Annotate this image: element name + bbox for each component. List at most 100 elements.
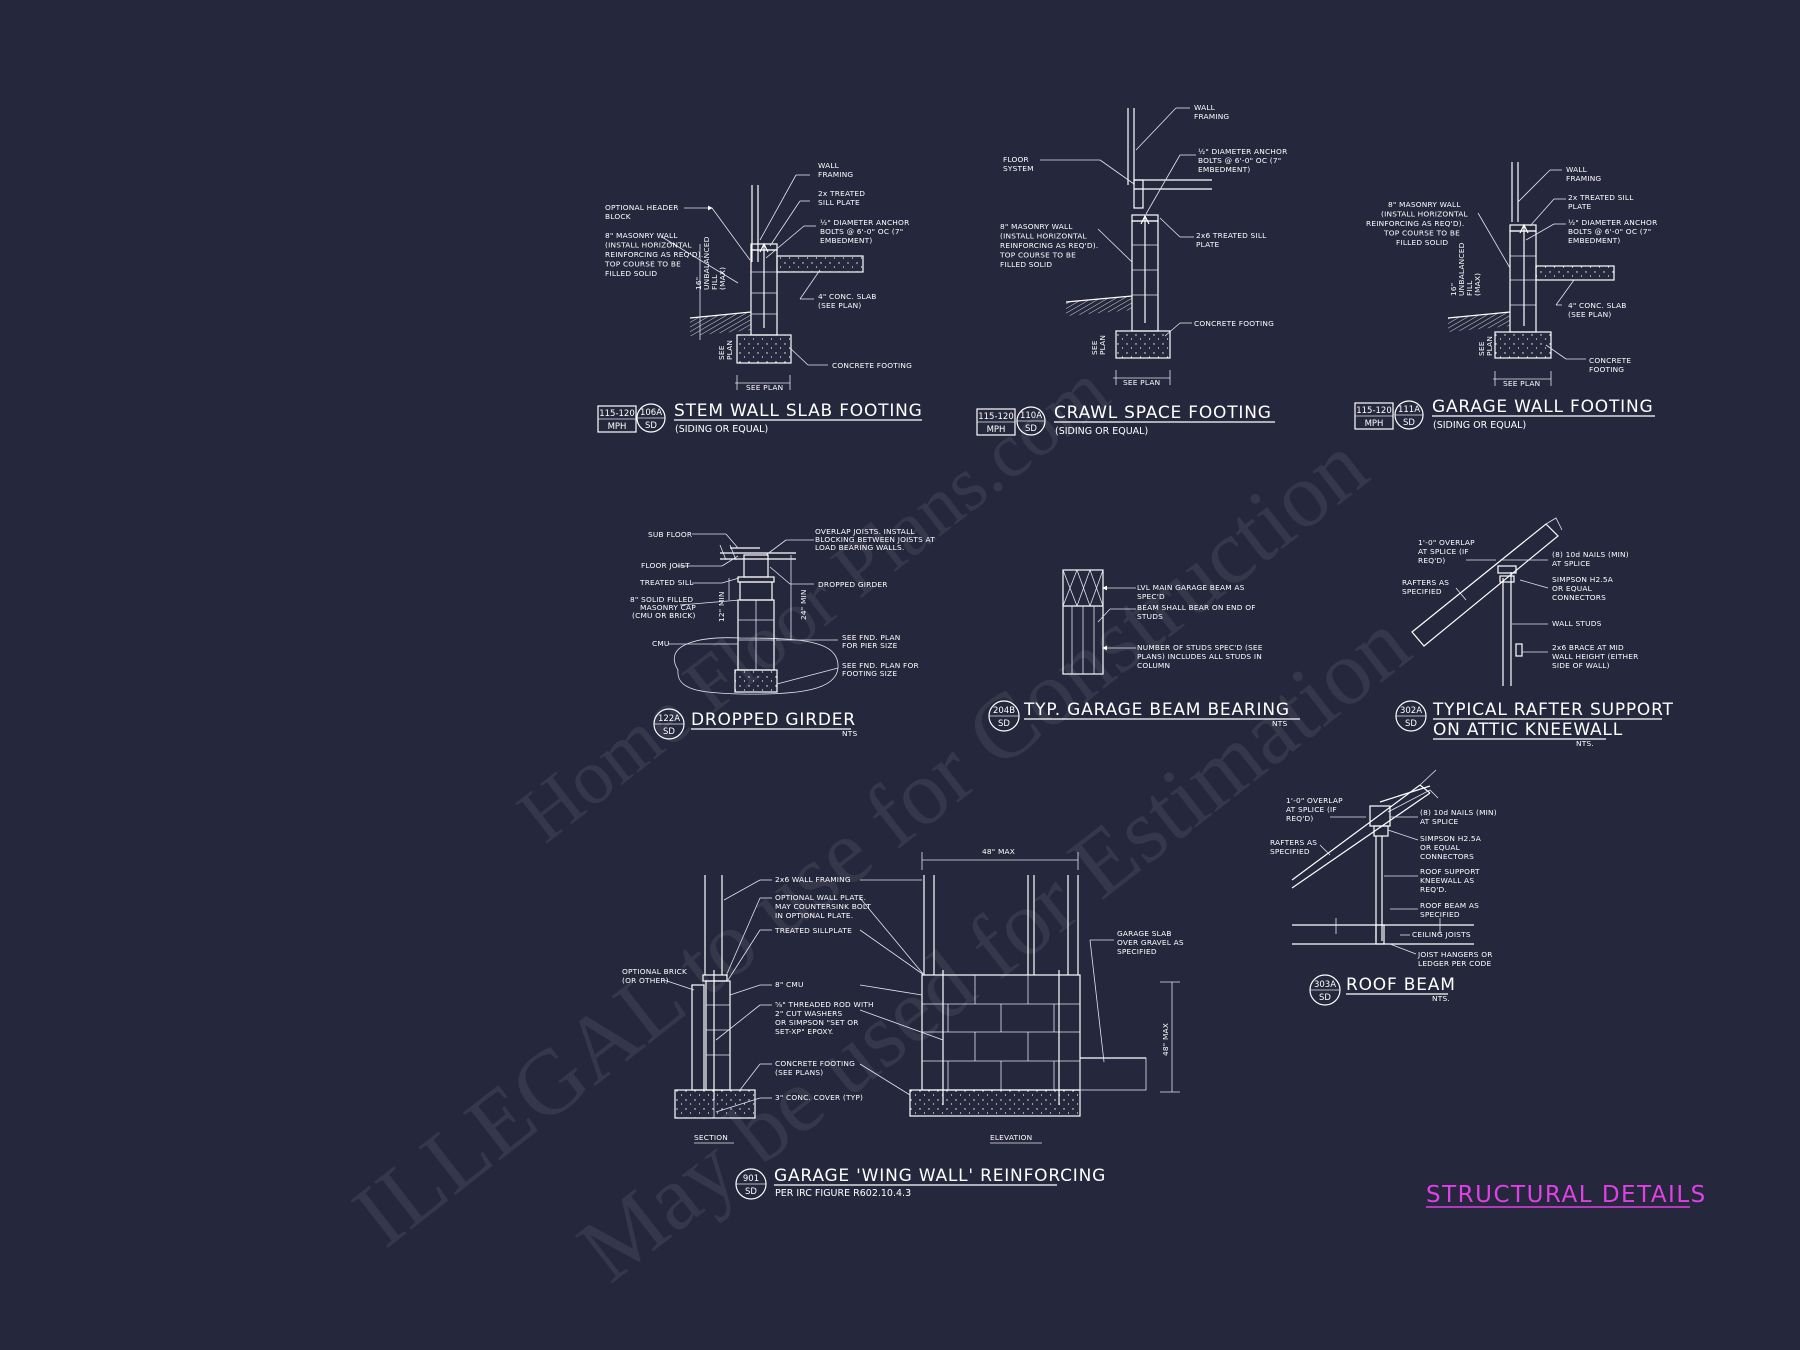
note-unbalanced-fill: 16"UNBALANCEDFILL(MAX) bbox=[1449, 242, 1482, 296]
note-floor-joist: FLOOR JOIST bbox=[641, 561, 690, 570]
garage-wall-leaders bbox=[1477, 169, 1586, 360]
note-concrete-footing: CONCRETE FOOTING(SEE PLANS) bbox=[775, 1059, 855, 1077]
roof-beam-leaders bbox=[1319, 816, 1419, 955]
detail-title: GARAGE 'WING WALL' REINFORCING bbox=[774, 1166, 1106, 1186]
note-see-plan: SEE PLAN bbox=[746, 383, 783, 392]
crawl-leaders bbox=[1040, 107, 1196, 337]
note-8-cmu: 8" CMU bbox=[775, 980, 804, 989]
detail-subtitle: (SIDING OR EQUAL) bbox=[1055, 426, 1148, 437]
note-see-plan: SEE PLAN bbox=[1503, 379, 1540, 388]
beam-drawing bbox=[1062, 568, 1104, 675]
detail-204b-title-block: 204B SD TYP. GARAGE BEAM BEARING NTS bbox=[988, 700, 1300, 732]
note-unbalanced-fill: 16"UNBALANCEDFILL(MAX) bbox=[694, 236, 727, 290]
wind-unit: MPH bbox=[1365, 419, 1384, 429]
note-optional-plate: OPTIONAL WALL PLATE.MAY COUNTERSINK BOLT… bbox=[775, 893, 871, 920]
detail-122a-title-block: 122A SD DROPPED GIRDER NTS bbox=[653, 708, 857, 740]
note-nails: (8) 10d NAILS (MIN)AT SPLICE bbox=[1552, 550, 1629, 568]
note-conc-cover: 3" CONC. COVER (TYP) bbox=[775, 1093, 863, 1102]
wind-unit: MPH bbox=[608, 422, 627, 432]
sheet-ref: SD bbox=[645, 421, 657, 431]
detail-number: 110A bbox=[1020, 411, 1042, 421]
note-48-max-vertical: 48" MAX bbox=[1161, 1023, 1170, 1056]
note-see-plan-vertical: SEEPLAN bbox=[1090, 335, 1107, 355]
detail-111a-title-block: 115-120 MPH 111A SD GARAGE WALL FOOTING … bbox=[1354, 397, 1655, 431]
note-ceiling-joists: CEILING JOISTS bbox=[1412, 930, 1471, 939]
girder-drawing bbox=[673, 544, 839, 695]
note-treated-sill: TREATED SILL bbox=[639, 578, 694, 587]
label-elevation: ELEVATION bbox=[990, 1133, 1032, 1142]
wind-unit: MPH bbox=[987, 425, 1006, 435]
detail-106a-title-block: 115-120 MPH 106A SD STEM WALL SLAB FOOTI… bbox=[597, 401, 922, 435]
note-see-plan-vertical: SEEPLAN bbox=[1477, 336, 1494, 356]
note-wall-studs: WALL STUDS bbox=[1552, 619, 1602, 628]
detail-number: 106A bbox=[640, 408, 662, 418]
detail-title: CRAWL SPACE FOOTING bbox=[1054, 403, 1272, 423]
wing-wall-leaders bbox=[663, 879, 1114, 1113]
detail-number: 204B bbox=[993, 706, 1015, 716]
note-48-max-horizontal: 48" MAX bbox=[982, 847, 1015, 856]
note-24-min: 24" MIN bbox=[799, 589, 808, 620]
sheet-title-block: STRUCTURAL DETAILS bbox=[1426, 1182, 1705, 1208]
detail-number: 111A bbox=[1398, 405, 1420, 415]
sheet-ref: SD bbox=[1403, 418, 1415, 428]
detail-subtitle: (SIDING OR EQUAL) bbox=[675, 424, 768, 435]
detail-title-line-1: TYPICAL RAFTER SUPPORT bbox=[1432, 700, 1674, 720]
detail-title: ROOF BEAM bbox=[1346, 975, 1456, 995]
note-optional-brick: OPTIONAL BRICK(OR OTHER) bbox=[622, 967, 687, 985]
detail-title: DROPPED GIRDER bbox=[691, 710, 856, 730]
beam-leaders bbox=[1097, 585, 1136, 651]
detail-title: TYP. GARAGE BEAM BEARING bbox=[1023, 700, 1290, 720]
nts-label: NTS bbox=[1272, 719, 1287, 728]
detail-number: 122A bbox=[658, 714, 680, 724]
stem-wall-drawing bbox=[689, 185, 864, 390]
roof-beam-drawing bbox=[1291, 769, 1474, 945]
note-sub-floor: SUB FLOOR bbox=[648, 530, 692, 539]
detail-303a-title-block: 303A SD ROOF BEAM NTS. bbox=[1309, 974, 1456, 1006]
wind-speed: 115-120 bbox=[978, 412, 1014, 422]
note-see-plan-vertical: SEEPLAN bbox=[717, 340, 734, 360]
sheet-ref: SD bbox=[1025, 424, 1037, 434]
note-treated-sillplate: TREATED SILLPLATE bbox=[774, 926, 852, 935]
detail-901-title-block: 901 SD GARAGE 'WING WALL' REINFORCING PE… bbox=[735, 1166, 1106, 1200]
detail-title: GARAGE WALL FOOTING bbox=[1432, 397, 1653, 417]
stem-wall-leaders bbox=[661, 174, 828, 366]
detail-901-wing-wall: 2x6 WALL FRAMING OPTIONAL WALL PLATE.MAY… bbox=[622, 847, 1184, 1200]
wing-wall-elevation-drawing bbox=[909, 852, 1180, 1117]
note-12-min: 12" MIN bbox=[717, 591, 726, 622]
rafter-drawing bbox=[1411, 517, 1563, 686]
watermark: ILLEGAL to use for Construction May be u… bbox=[335, 346, 1428, 1301]
